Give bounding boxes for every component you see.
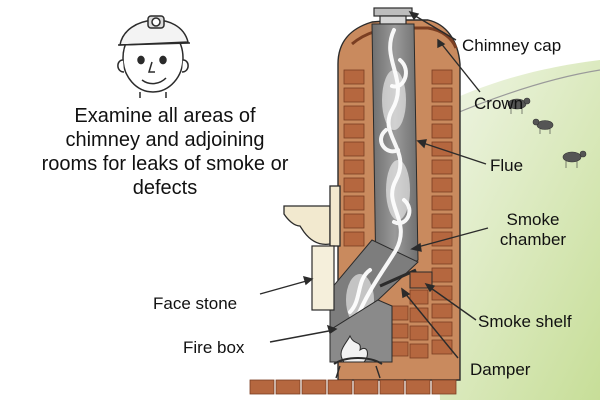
- label-damper: Damper: [470, 360, 531, 379]
- label-flue: Flue: [490, 156, 524, 175]
- cow-icon: [507, 97, 531, 114]
- fire-icon: [333, 334, 383, 379]
- instruction-text: Examine all areas of chimney and adjoini…: [41, 105, 289, 199]
- smoke-haze: [346, 70, 410, 326]
- label-face-stone: Face stone: [153, 294, 238, 313]
- label-fire-box: Fire box: [183, 338, 245, 357]
- mantel: [283, 185, 341, 247]
- worker-with-headlamp-icon: [117, 15, 191, 98]
- face-stone: [311, 245, 335, 311]
- brick-pattern: [343, 69, 453, 359]
- label-smoke-chamber: Smoke chamber: [499, 210, 567, 249]
- label-smoke-shelf: Smoke shelf: [478, 312, 572, 331]
- chimney-cap: [373, 7, 413, 25]
- cow-icon: [532, 118, 554, 134]
- hearth: [249, 379, 457, 395]
- label-crown: Crown: [474, 94, 524, 113]
- cow-icon: [562, 150, 587, 168]
- hillside-background: [430, 60, 600, 400]
- hill-outline: [451, 69, 600, 116]
- leader-lines: [259, 10, 489, 359]
- label-chimney-cap: Chimney cap: [462, 36, 562, 55]
